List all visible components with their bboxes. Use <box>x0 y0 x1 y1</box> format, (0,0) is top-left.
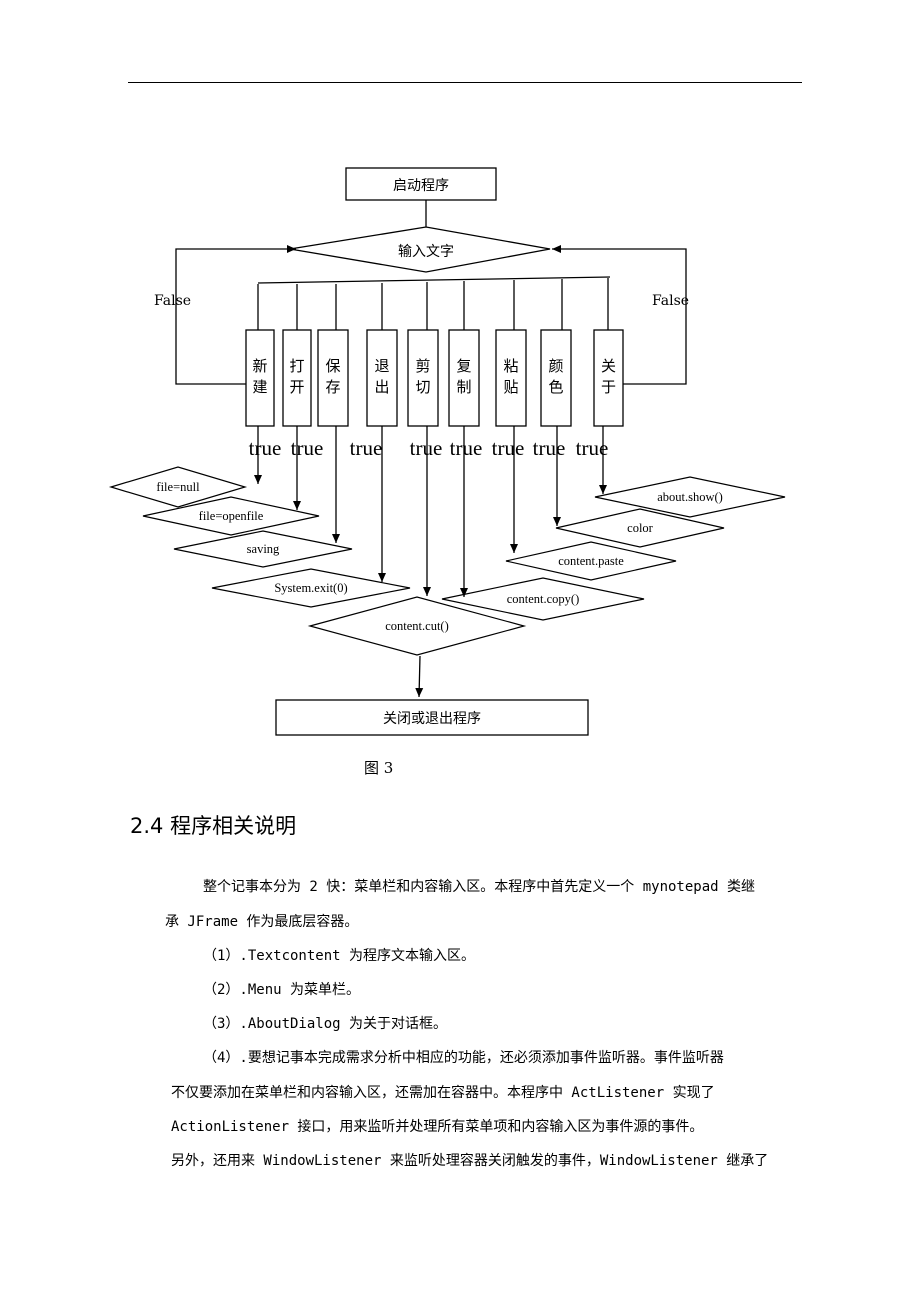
paragraph-line: 不仅要添加在菜单栏和内容输入区，还需加在容器中。本程序中 ActListener… <box>171 1085 715 1101</box>
paragraph-line: （3）.AboutDialog 为关于对话框。 <box>203 1016 448 1032</box>
action-label: about.show() <box>657 490 723 504</box>
true-label: true <box>291 436 324 460</box>
figure-caption: 图 3 <box>364 759 394 777</box>
action-diamond <box>173 530 353 568</box>
menu-box-label: 剪 <box>415 357 430 375</box>
start-label: 启动程序 <box>393 178 449 194</box>
paragraph-line: 另外，还用来 WindowListener 来监听处理容器关闭触发的事件，Win… <box>171 1153 769 1169</box>
menu-box-label: 粘 <box>503 357 518 375</box>
action-diamond <box>142 496 320 536</box>
paragraph-line: 整个记事本分为 2 快：菜单栏和内容输入区。本程序中首先定义一个 mynotep… <box>203 879 756 895</box>
action-label: file=openfile <box>199 509 264 523</box>
false-loop-left <box>175 245 296 385</box>
menu-box-label: 于 <box>601 378 616 396</box>
menu-box <box>593 329 624 427</box>
action-diamond <box>307 596 527 656</box>
false-label-right: False <box>652 293 689 309</box>
action-label: content.paste <box>558 554 624 568</box>
start-box <box>345 167 497 201</box>
menu-box-label: 关 <box>601 357 616 375</box>
action-label: color <box>627 521 654 535</box>
cut-to-end-arrow <box>415 655 424 698</box>
true-label: true <box>350 436 383 460</box>
paragraph-line: （2）.Menu 为菜单栏。 <box>203 982 361 998</box>
paragraph-line: （1）.Textcontent 为程序文本输入区。 <box>203 948 476 964</box>
menu-box-label: 保 <box>325 357 340 375</box>
menu-box-label: 建 <box>252 378 267 396</box>
action-diamond <box>211 568 411 608</box>
paragraph-line: （4）.要想记事本完成需求分析中相应的功能，还必须添加事件监听器。事件监听器 <box>203 1050 724 1066</box>
branch-bar <box>257 276 611 284</box>
menu-box-label: 存 <box>325 378 340 396</box>
menu-box-label: 新 <box>252 357 267 375</box>
menu-box-label: 出 <box>374 378 389 396</box>
section-title: 2.4 程序相关说明 <box>130 814 297 838</box>
input-label: 输入文字 <box>398 244 454 260</box>
paragraph-line: 承 JFrame 作为最底层容器。 <box>165 914 359 930</box>
end-box <box>275 699 589 736</box>
menu-box <box>495 329 527 427</box>
menu-box-label: 颜 <box>548 357 563 375</box>
false-loop-right <box>552 245 687 385</box>
paragraph-line: ActionListener 接口，用来监听并处理所有菜单项和内容输入区为事件源… <box>171 1119 704 1135</box>
true-label: true <box>492 436 525 460</box>
action-label: file=null <box>156 480 200 494</box>
true-label: true <box>410 436 443 460</box>
menu-box <box>245 329 275 427</box>
false-label-left: False <box>154 293 191 309</box>
true-label: true <box>450 436 483 460</box>
action-label: content.cut() <box>385 619 449 633</box>
menu-box-label: 打 <box>289 357 304 375</box>
menu-box-label: 色 <box>548 378 563 396</box>
action-diamond <box>555 508 725 548</box>
action-diamond <box>594 476 786 518</box>
action-diamond <box>108 466 248 508</box>
menu-box-label: 切 <box>415 378 430 396</box>
menu-box <box>540 329 572 427</box>
header-rule <box>128 82 802 83</box>
menu-box-label: 贴 <box>503 378 518 396</box>
true-label: true <box>533 436 566 460</box>
true-label: true <box>576 436 609 460</box>
menu-box-label: 开 <box>289 378 304 396</box>
menu-box <box>317 329 349 427</box>
menu-box-label: 制 <box>456 378 471 396</box>
menu-box-label: 退 <box>374 357 389 375</box>
true-label: true <box>249 436 282 460</box>
action-diamond <box>441 577 645 621</box>
end-label: 关闭或退出程序 <box>383 711 481 727</box>
action-label: saving <box>247 542 280 556</box>
menu-box <box>407 329 439 427</box>
input-diamond <box>289 226 551 273</box>
action-label: content.copy() <box>507 592 580 606</box>
action-label: System.exit(0) <box>274 581 347 595</box>
menu-box-label: 复 <box>456 357 471 375</box>
action-diamond <box>505 541 677 581</box>
flowchart: 启动程序 输入文字 False False 关闭或退出程序 新建 打开 保存 退出 剪切… <box>108 167 786 736</box>
